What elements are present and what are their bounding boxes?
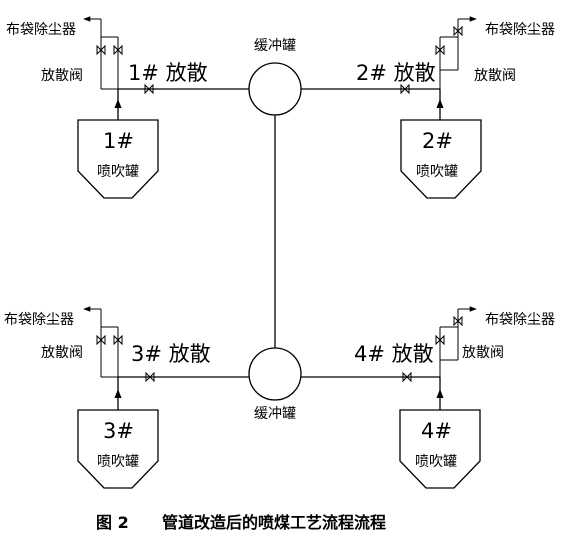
bag-filter-label-4: 布袋除尘器 xyxy=(485,312,555,328)
injection-tank-3-name: 喷吹罐 xyxy=(97,454,139,470)
buffer-tank-top-label: 缓冲罐 xyxy=(254,38,296,54)
bypass-valve-icon-2a xyxy=(435,44,445,56)
buffer-tank-bottom-shape xyxy=(248,347,302,401)
bypass-valve-icon-4b xyxy=(453,315,463,327)
vent-label-2: 2# 放散 xyxy=(356,61,436,85)
vent-valve-icon-2 xyxy=(400,83,410,95)
injection-tank-2-group: 2# 喷吹罐 布袋除尘器 放散阀 xyxy=(400,16,555,199)
injection-tank-4-name: 喷吹罐 xyxy=(415,454,457,470)
injection-tank-1-group: 1# 喷吹罐 布袋除尘器 放散阀 xyxy=(6,16,159,199)
injection-tank-3-shape xyxy=(77,409,159,489)
figure-caption-text: 管道改造后的喷煤工艺流程流程 xyxy=(162,513,386,532)
injection-tank-2-number: 2# xyxy=(422,129,453,153)
figure-number: 图 2 xyxy=(96,513,129,532)
vent-label-1: 1# 放散 xyxy=(128,61,208,85)
injection-tank-2-shape xyxy=(400,119,482,199)
vent-valve-label-4: 放散阀 xyxy=(462,345,504,361)
injection-tank-4-number: 4# xyxy=(421,419,452,443)
injection-tank-2-name: 喷吹罐 xyxy=(416,164,458,180)
bypass-valve-icon-2b xyxy=(453,25,463,37)
buffer-tank-bottom: 缓冲罐 xyxy=(248,347,302,422)
buffer-tank-top-shape xyxy=(248,62,302,116)
bag-filter-label-2: 布袋除尘器 xyxy=(485,22,555,38)
buffer-tank-top: 缓冲罐 xyxy=(248,38,302,116)
bag-filter-label-1: 布袋除尘器 xyxy=(6,22,76,38)
figure-caption: 图 2 管道改造后的喷煤工艺流程流程 xyxy=(96,513,386,532)
injection-tank-3-number: 3# xyxy=(103,419,134,443)
vent-label-4: 4# 放散 xyxy=(354,342,434,366)
bypass-valve-icon-3b xyxy=(113,334,123,346)
vent-valve-label-3: 放散阀 xyxy=(41,345,83,361)
vent-valve-label-2: 放散阀 xyxy=(474,68,516,84)
bypass-valve-icon-3a xyxy=(96,334,106,346)
injection-tank-1-shape xyxy=(77,119,159,199)
vent-valve-label-1: 放散阀 xyxy=(41,68,83,84)
injection-tank-1-number: 1# xyxy=(103,129,134,153)
injection-tank-3-group: 3# 喷吹罐 布袋除尘器 放散阀 xyxy=(4,306,159,489)
vent-valve-icon-4 xyxy=(402,371,412,383)
injection-tank-4-group: 4# 喷吹罐 布袋除尘器 放散阀 xyxy=(399,306,555,489)
injection-tank-4-shape xyxy=(399,409,481,489)
vent-label-3: 3# 放散 xyxy=(131,342,211,366)
buffer-tank-bottom-label: 缓冲罐 xyxy=(254,406,296,422)
bypass-valve-icon-4a xyxy=(435,334,445,346)
injection-tank-1-name: 喷吹罐 xyxy=(97,164,139,180)
bypass-valve-icon-1b xyxy=(113,44,123,56)
vent-valve-icon-1 xyxy=(144,83,154,95)
vent-valve-icon-3 xyxy=(145,371,155,383)
bypass-valve-icon-1a xyxy=(96,44,106,56)
bag-filter-label-3: 布袋除尘器 xyxy=(4,312,74,328)
